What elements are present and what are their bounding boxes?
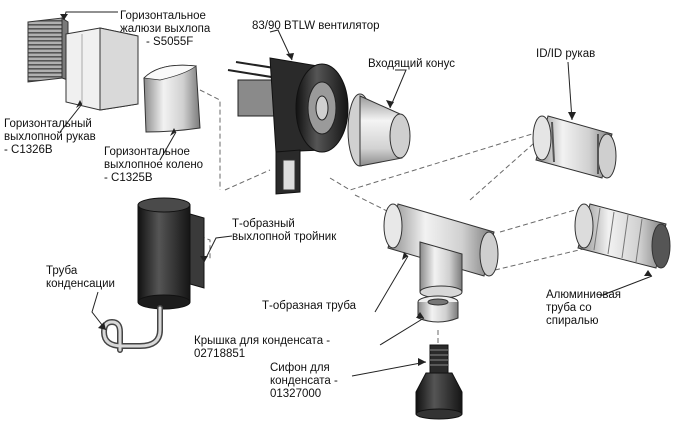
- tee-pipe-part: [383, 203, 499, 299]
- condensate-cap-label-line-1: Крышка для конденсата -: [194, 335, 331, 347]
- id-sleeve-label: ID/ID рукав: [536, 48, 595, 61]
- elbow-label-line-1: Горизонтальное: [104, 146, 190, 158]
- aluminum-pipe-label-line-1: Алюминиевая: [546, 289, 621, 301]
- condensate-pipe-label-line-2: конденсации: [46, 278, 115, 290]
- siphon-label: Сифон для конденсата - 01327000: [270, 362, 338, 401]
- tee-pipe-label: Т-образная труба: [262, 300, 356, 313]
- condensate-cap-label: Крышка для конденсата - 02718851: [194, 335, 330, 361]
- elbow-label-line-3: - C1325B: [104, 172, 153, 184]
- fan-part: [227, 57, 349, 195]
- condensate-cap-label-line-2: 02718851: [194, 348, 246, 360]
- elbow-part: [143, 64, 201, 133]
- condensate-pipe-label: Труба конденсации: [46, 265, 115, 291]
- louver-part: [27, 17, 69, 83]
- aluminum-pipe-label: Алюминиевая труба со спиралью: [546, 289, 621, 328]
- horizontal-sleeve-label-line-2: выхлопной рукав: [4, 131, 96, 143]
- siphon-label-line-3: 01327000: [270, 388, 322, 400]
- horizontal-sleeve-label: Горизонтальный выхлопной рукав - C1326B: [4, 118, 96, 157]
- condensate-cap-part: [417, 295, 459, 323]
- horizontal-sleeve-label-line-3: - C1326B: [4, 144, 53, 156]
- fan-label-line-1: 83/90 BTLW вентилятор: [252, 20, 380, 32]
- tee-exhaust-label-line-2: выхлопной тройник: [232, 231, 337, 243]
- id-sleeve-label-line-1: ID/ID рукав: [536, 48, 596, 60]
- siphon-part: [415, 344, 463, 420]
- leader-lines: [59, 11, 653, 377]
- aluminum-pipe-part: [574, 203, 671, 269]
- louver-label-line-3: - S5055F: [146, 36, 194, 48]
- aluminum-pipe-label-line-3: спиралью: [546, 315, 599, 327]
- louver-label: Горизонтальное жалюзи выхлопа - S5055F: [120, 10, 210, 49]
- inlet-cone-part: [347, 93, 411, 167]
- condensate-tube-part: [100, 305, 163, 353]
- tee-exhaust-label: Т-образный выхлопной тройник: [232, 218, 336, 244]
- id-sleeve-part: [532, 115, 617, 179]
- fan-label: 83/90 BTLW вентилятор: [252, 20, 380, 33]
- siphon-label-line-1: Сифон для: [270, 362, 330, 374]
- leader-arrowheads: [60, 14, 652, 366]
- condensate-pipe-label-line-1: Труба: [46, 265, 78, 277]
- inlet-cone-label-line-1: Входящий конус: [368, 58, 456, 70]
- tee-pipe-label-line-1: Т-образная труба: [262, 300, 357, 312]
- inlet-cone-label: Входящий конус: [368, 58, 455, 71]
- aluminum-pipe-label-line-2: труба со: [546, 302, 592, 314]
- tee-exhaust-label-line-1: Т-образный: [232, 218, 295, 230]
- horizontal-sleeve-part: [65, 27, 139, 111]
- elbow-label: Горизонтальное выхлопное колено - C1325B: [104, 146, 203, 185]
- tee-exhaust-part: [137, 197, 205, 310]
- horizontal-sleeve-label-line-1: Горизонтальный: [4, 118, 92, 130]
- siphon-label-line-2: конденсата -: [270, 375, 338, 387]
- elbow-label-line-2: выхлопное колено: [104, 159, 204, 171]
- louver-label-line-2: жалюзи выхлопа: [120, 23, 211, 35]
- louver-label-line-1: Горизонтальное: [120, 10, 206, 22]
